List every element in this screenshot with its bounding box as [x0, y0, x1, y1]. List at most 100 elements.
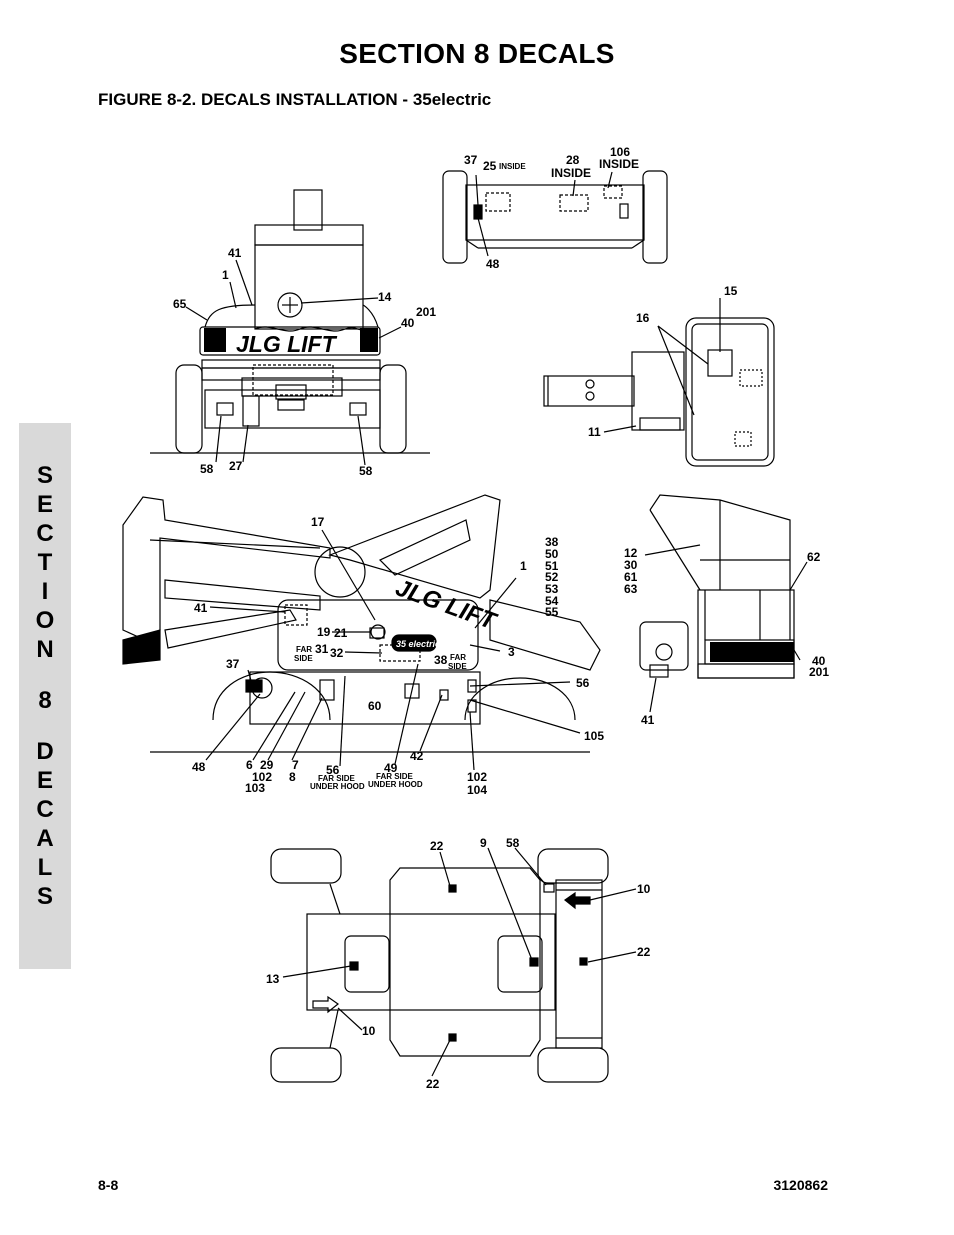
callout-label: 31 — [315, 642, 329, 656]
side-tab-letter: O — [35, 607, 55, 634]
callout-label: 63 — [624, 582, 638, 596]
jlg-lift-logo-side: JLG LIFT — [392, 574, 501, 636]
side-tab-letter: S — [36, 883, 53, 910]
callout-label: 17 — [311, 515, 325, 529]
callout-label: 104 — [467, 783, 487, 797]
section-title: SECTION 8 DECALS — [339, 38, 615, 69]
callout-label: 27 — [229, 459, 243, 473]
callout-label: 22 — [430, 839, 444, 853]
callout-label: 37 — [464, 153, 478, 167]
callout-label: 106 — [610, 145, 630, 159]
callout-label: 62 — [807, 550, 821, 564]
callout-label: 21 — [334, 626, 348, 640]
callout-label: 12 — [624, 546, 638, 560]
page-number: 8-8 — [98, 1177, 119, 1193]
callout-label: 54 — [545, 594, 559, 608]
callout-label: 37 — [226, 657, 240, 671]
callout-label: 105 — [584, 729, 604, 743]
side-tab-letter: A — [36, 825, 54, 852]
side-tab-letter: N — [36, 636, 54, 663]
callout-label: 41 — [641, 713, 655, 727]
callout-label: 13 — [266, 972, 280, 986]
side-view — [122, 494, 808, 771]
callout-label: 9 — [480, 836, 487, 850]
callout-label: 22 — [426, 1077, 440, 1091]
callout-label: 10 — [637, 882, 651, 896]
callout-label: UNDER HOOD — [310, 782, 365, 791]
section-side-tab: S E C T I O N 8 D E C A L S — [19, 423, 71, 969]
callout-label: 7 — [292, 758, 299, 772]
side-tab-letter: 8 — [38, 687, 52, 714]
callout-label: 55 — [545, 605, 559, 619]
document-number: 3120862 — [773, 1177, 828, 1193]
side-tab-letter: C — [36, 520, 54, 547]
jlg-lift-logo-rear: JLG LIFT — [236, 331, 338, 357]
callout-label: FAR — [450, 653, 466, 662]
callout-label: 15 — [724, 284, 738, 298]
hazard-stripes — [204, 328, 794, 662]
callout-label: 58 — [200, 462, 214, 476]
side-tab-letter: L — [37, 854, 53, 881]
callout-label: SIDE — [294, 654, 313, 663]
figure-title: FIGURE 8-2. DECALS INSTALLATION - 35elec… — [98, 90, 492, 109]
side-tab-letter: C — [36, 796, 54, 823]
callout-label: 61 — [624, 570, 638, 584]
callout-label: 38 — [545, 535, 559, 549]
callout-label: 53 — [545, 582, 559, 596]
callout-label: 56 — [576, 676, 590, 690]
callout-label: UNDER HOOD — [368, 780, 423, 789]
side-tab-letter: D — [36, 738, 54, 765]
side-tab-letter: S — [36, 462, 53, 489]
callout-label: INSIDE — [499, 162, 526, 171]
callout-label: 6 — [246, 758, 253, 772]
model-badge: 35 electric — [396, 639, 440, 649]
callout-label: 10 — [362, 1024, 376, 1038]
platform-top-view — [543, 298, 775, 467]
top-view — [270, 847, 637, 1083]
callout-label: 49 — [384, 761, 398, 775]
callout-label: 3 — [508, 645, 515, 659]
callout-label: INSIDE — [599, 157, 639, 171]
callout-label: 48 — [192, 760, 206, 774]
callout-label: 29 — [260, 758, 274, 772]
callout-label: 103 — [245, 781, 265, 795]
side-tab-letter: I — [41, 578, 49, 605]
callout-label: 1 — [222, 268, 229, 282]
callout-label: 58 — [359, 464, 373, 478]
callout-label: 60 — [368, 699, 382, 713]
callout-label: 16 — [636, 311, 650, 325]
callout-label: 8 — [289, 770, 296, 784]
callout-label: SIDE — [448, 662, 467, 671]
callout-label: 1 — [520, 559, 527, 573]
callout-label: 40 — [401, 316, 415, 330]
callout-label: INSIDE — [551, 166, 591, 180]
callout-label: 38 — [434, 653, 448, 667]
side-tab-letters: S E C T I O N 8 D E C A L S — [19, 461, 71, 911]
callout-label: 65 — [173, 297, 187, 311]
callout-label: 32 — [330, 646, 344, 660]
side-tab-letter: E — [36, 491, 53, 518]
callout-label: 28 — [566, 153, 580, 167]
callout-label: 14 — [378, 290, 392, 304]
callout-label: FAR SIDE — [318, 774, 356, 783]
callout-label: 30 — [624, 558, 638, 572]
callout-label: 58 — [506, 836, 520, 850]
callout-label: 201 — [809, 665, 829, 679]
callout-label: 11 — [588, 425, 601, 439]
side-tab-letter: T — [37, 549, 53, 576]
platform-front-view — [442, 170, 668, 264]
callout-label: FAR SIDE — [376, 772, 414, 781]
callout-label: 42 — [410, 749, 424, 763]
callout-label: 40 — [812, 654, 826, 668]
callout-label: 48 — [486, 257, 500, 271]
callout-label: 201 — [416, 305, 436, 319]
callout-label: 41 — [194, 601, 208, 615]
callout-label: 22 — [637, 945, 651, 959]
callout-label: 50 — [545, 547, 559, 561]
callout-label: 25 — [483, 159, 497, 173]
side-tab-letter: E — [36, 767, 53, 794]
callout-label: 102 — [252, 770, 272, 784]
rear-view — [150, 189, 430, 466]
callout-label: 52 — [545, 570, 559, 584]
